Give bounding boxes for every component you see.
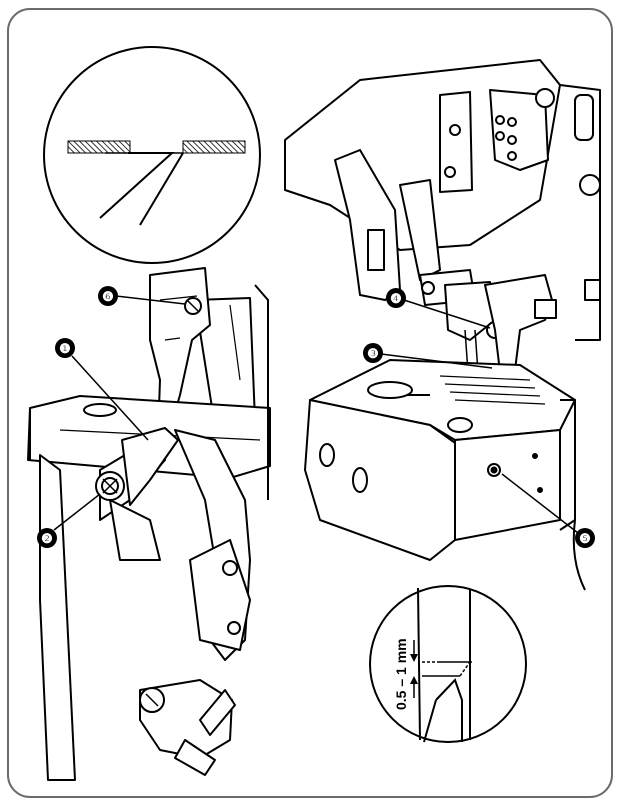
detail-circle-top xyxy=(43,46,261,264)
right-mechanism xyxy=(284,59,601,591)
outer-frame xyxy=(7,8,613,798)
dimension-label: 0.5 – 1 mm xyxy=(393,638,409,710)
callout-3-label: ❸ xyxy=(367,346,379,361)
callout-3: ❸ xyxy=(363,343,493,369)
callout-4-label: ❹ xyxy=(390,291,402,306)
callout-5-label: ❺ xyxy=(579,531,591,546)
hatched-plate-right xyxy=(182,140,246,154)
left-mechanism xyxy=(27,267,271,781)
callout-1-label: ❶ xyxy=(59,341,71,356)
needle-outline-left xyxy=(99,152,175,219)
needle-outline-right xyxy=(139,152,184,226)
callout-2: ❷ xyxy=(37,493,101,548)
detail-circle-bottom: 0.5 – 1 mm xyxy=(369,585,527,743)
callout-6: ❻ xyxy=(98,286,186,306)
callout-6-label: ❻ xyxy=(102,289,114,304)
callout-2-label: ❷ xyxy=(41,531,53,546)
callout-1: ❶ xyxy=(55,338,149,441)
hatched-plate-left xyxy=(67,140,131,154)
callout-5: ❺ xyxy=(501,473,595,548)
callout-4: ❹ xyxy=(386,288,491,329)
